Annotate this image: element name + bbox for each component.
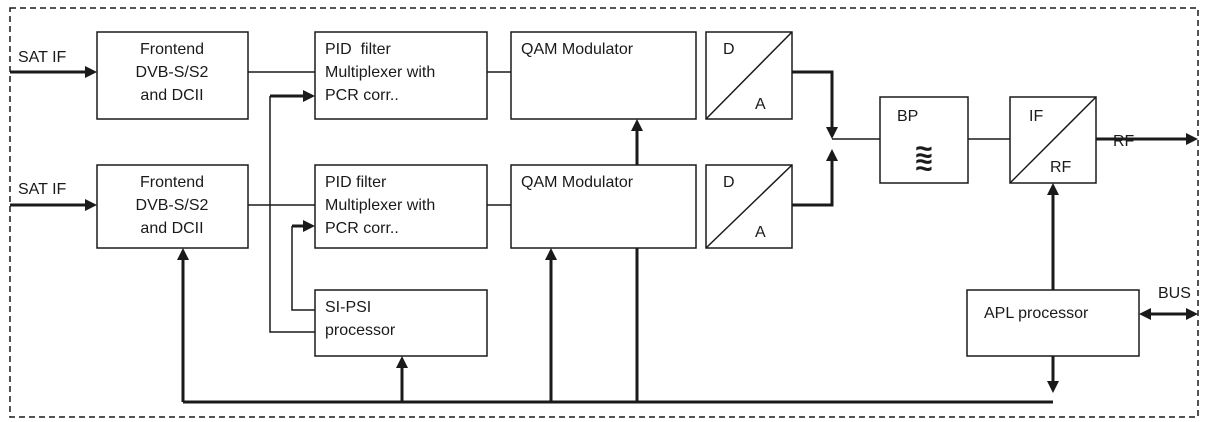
- pid-filter-block-bottom: PID filter Multiplexer with PCR corr..: [314, 164, 488, 249]
- pid-bottom-line2: Multiplexer with: [325, 197, 435, 214]
- qam-top-label: QAM Modulator: [521, 41, 634, 58]
- qam-modulator-block-top: QAM Modulator: [510, 31, 697, 120]
- bandpass-symbol-icon-2: ≈: [916, 149, 932, 182]
- pid-top-line2: Multiplexer with: [325, 64, 435, 81]
- pid-filter-block-top: PID filter Multiplexer with PCR corr..: [314, 31, 488, 120]
- frontend-bottom-line3: and DCII: [140, 220, 203, 237]
- converter-rf-label: RF: [1050, 159, 1072, 176]
- frontend-bottom-line1: Frontend: [140, 174, 204, 191]
- si-psi-line1: SI-PSI: [325, 299, 371, 316]
- sat-if-bottom-label: SAT IF: [18, 181, 67, 198]
- frontend-top-line3: and DCII: [140, 87, 203, 104]
- frontend-top-line2: DVB-S/S2: [136, 64, 209, 81]
- if-rf-converter-block: IF RF: [1009, 96, 1097, 184]
- pid-top-line3: PCR corr..: [325, 87, 399, 104]
- pid-top-line1: PID filter: [325, 41, 391, 58]
- dac-bottom-d: D: [723, 174, 735, 191]
- bandpass-filter-block: BP ≈ ≈: [879, 96, 969, 184]
- frontend-block-bottom: Frontend DVB-S/S2 and DCII: [96, 164, 249, 249]
- qam-bottom-label: QAM Modulator: [521, 174, 634, 191]
- si-psi-block: SI-PSI processor: [314, 289, 488, 357]
- dac-top-a: A: [755, 96, 766, 113]
- frontend-block-top: Frontend DVB-S/S2 and DCII: [96, 31, 249, 120]
- frontend-top-line1: Frontend: [140, 41, 204, 58]
- system-boundary: [9, 7, 1199, 418]
- apl-processor-block: APL processor: [966, 289, 1140, 357]
- bp-label: BP: [897, 108, 918, 125]
- converter-if-label: IF: [1029, 108, 1043, 125]
- si-psi-line2: processor: [325, 322, 396, 339]
- dac-bottom-a: A: [755, 224, 766, 241]
- bandpass-symbol-icon: ≈: [916, 136, 932, 169]
- dac-block-bottom: D A: [705, 164, 793, 249]
- qam-modulator-block-bottom: QAM Modulator: [510, 164, 697, 249]
- rf-output-label: RF: [1113, 133, 1135, 150]
- dac-top-d: D: [723, 41, 735, 58]
- sat-if-top-label: SAT IF: [18, 49, 67, 66]
- pid-bottom-line1: PID filter: [325, 174, 387, 191]
- frontend-bottom-line2: DVB-S/S2: [136, 197, 209, 214]
- bus-label: BUS: [1158, 285, 1191, 302]
- pid-bottom-line3: PCR corr..: [325, 220, 399, 237]
- apl-label: APL processor: [984, 305, 1089, 322]
- dac-block-top: D A: [705, 31, 793, 120]
- signal-wires: [10, 66, 1198, 404]
